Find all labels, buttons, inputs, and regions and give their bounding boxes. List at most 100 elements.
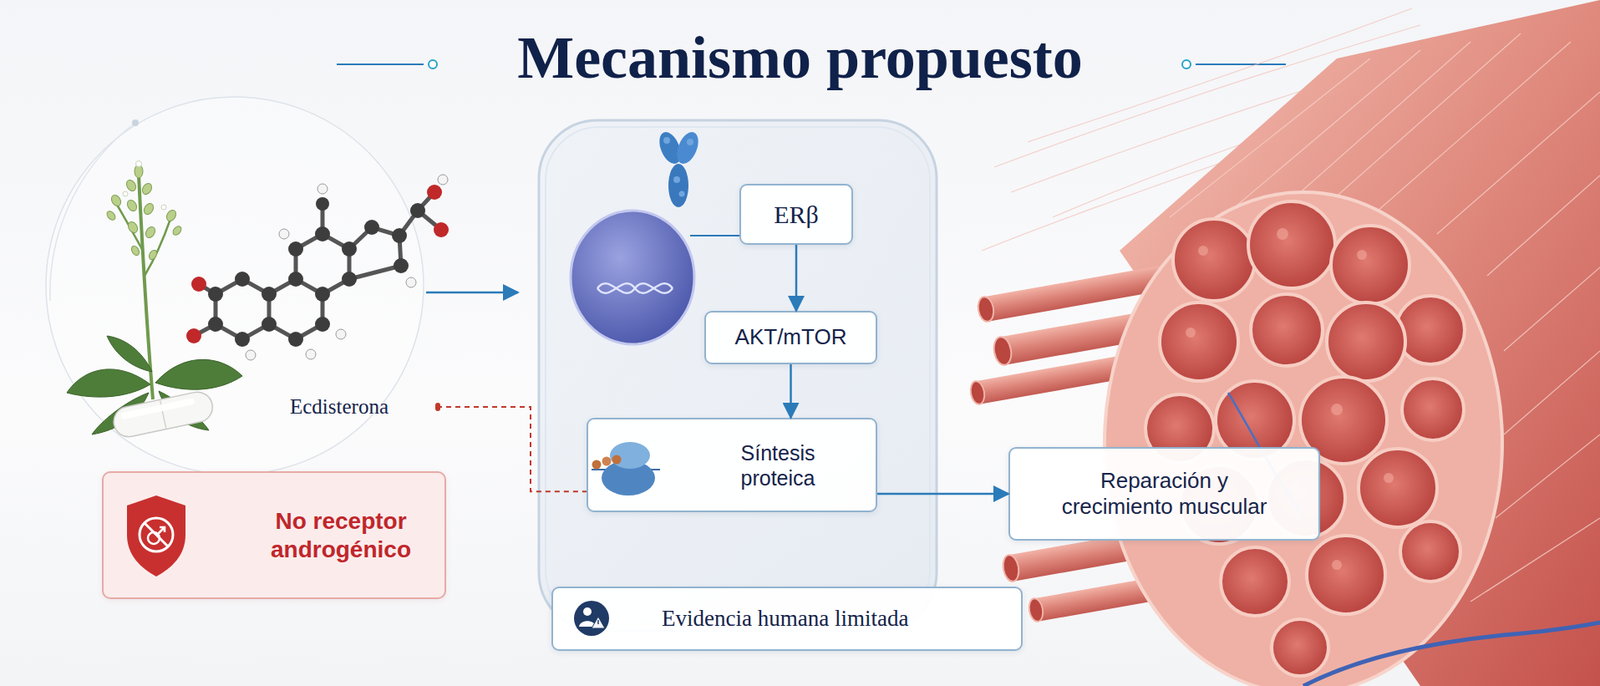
- fascicles: [1145, 201, 1465, 676]
- capsule: [120, 397, 196, 421]
- evidence-note-box: Evidencia humana limitada: [551, 586, 1023, 651]
- fascicles: [1400, 521, 1461, 582]
- molecule-model: [186, 174, 449, 361]
- fascicles: [1250, 294, 1323, 366]
- fascicles: [1220, 547, 1290, 616]
- carbon-atoms: [234, 331, 250, 347]
- receptor-protein: [679, 191, 686, 198]
- entry-arrow-line: [426, 291, 519, 295]
- fascicles: [1358, 448, 1438, 528]
- oxygen-atoms: [191, 276, 207, 292]
- carbon-atoms: [393, 258, 409, 274]
- cell: [538, 120, 937, 631]
- hydrogen-atoms: [317, 183, 328, 194]
- oxygen-atoms: [433, 222, 449, 238]
- halo-circle: [45, 96, 424, 475]
- plant-buds: [143, 224, 158, 239]
- small-fascicles: [1027, 597, 1046, 623]
- cell-membrane: [538, 120, 937, 631]
- plant-leaves: [106, 335, 153, 372]
- warning-box: No receptor androgénico: [101, 471, 447, 600]
- fascicles: [1248, 201, 1336, 289]
- receptor-protein: [672, 128, 702, 167]
- muscle-striations: [1370, 41, 1571, 218]
- dna-helix: [597, 283, 673, 294]
- plant-buds: [105, 164, 183, 261]
- fascicle-texture: [1185, 327, 1196, 338]
- molecule-bonds: [295, 233, 350, 295]
- plant-flowers: [161, 204, 167, 210]
- node-label: Evidencia humana limitada: [661, 604, 909, 632]
- fascicle-texture: [1331, 559, 1342, 570]
- fascicle-texture: [1383, 472, 1394, 483]
- capsule: [111, 389, 216, 440]
- muscle-striations: [1487, 175, 1600, 276]
- halo-dot: [132, 119, 139, 127]
- molecule-bonds: [399, 192, 435, 236]
- oxygen-atoms: [186, 328, 202, 344]
- title-rule: [1195, 63, 1286, 66]
- dna-helix: [597, 283, 673, 294]
- title-dot: [428, 60, 437, 69]
- plant-buds: [126, 219, 140, 234]
- hydrogen-atoms: [245, 350, 256, 361]
- molecule-bonds: [193, 192, 442, 340]
- halo-arc: [50, 122, 136, 301]
- plant-buds: [164, 208, 178, 223]
- node-label: No receptor androgénico: [245, 507, 437, 564]
- pathway-box: AKT/mTOR: [704, 310, 878, 365]
- plant-flowers: [122, 191, 128, 197]
- carbon-atoms: [341, 241, 357, 257]
- carbon-atoms: [208, 316, 224, 332]
- plant-halo: [45, 96, 424, 475]
- node-label: Síntesis proteica: [719, 440, 837, 491]
- fascicles: [1326, 302, 1406, 381]
- node-label: Reparación y crecimiento muscular: [1026, 467, 1302, 520]
- muscle-striations: [1495, 434, 1600, 519]
- plant-buds: [109, 193, 123, 208]
- fascicles: [1401, 378, 1464, 441]
- capsule: [111, 389, 216, 440]
- plant-buds: [125, 198, 139, 213]
- fascicle-texture: [1276, 228, 1289, 240]
- plant-branch: [144, 218, 171, 276]
- title-rule: [336, 63, 424, 66]
- plant-buds: [130, 244, 142, 257]
- diagram-title: Mecanismo propuesto: [0, 25, 1600, 92]
- fascicles: [1396, 295, 1465, 365]
- carbon-atoms: [208, 286, 224, 302]
- plant-branch: [116, 204, 143, 251]
- plant-buds: [171, 224, 183, 237]
- carbon-atoms: [315, 197, 330, 211]
- small-fascicles: [969, 380, 987, 406]
- muscle-cross-section: [1104, 192, 1503, 686]
- oxygen-atoms: [426, 184, 442, 200]
- carbon-atoms: [261, 316, 277, 332]
- carbon-atoms: [288, 331, 304, 347]
- carbon-atoms: [341, 271, 357, 287]
- carbon-atoms: [410, 203, 426, 219]
- receptor-box: ERβ: [739, 183, 854, 245]
- muscle-striations: [1437, 91, 1600, 234]
- fascicles: [1173, 218, 1255, 301]
- arrow-connector: [795, 244, 798, 311]
- carbon-atoms: [234, 271, 250, 287]
- fascicles: [1159, 302, 1239, 381]
- carbon-atoms: [314, 286, 331, 302]
- dashed-connector: [436, 406, 587, 492]
- plant-buds: [140, 181, 154, 196]
- hydrogen-atoms: [245, 174, 448, 361]
- fascicles: [1271, 619, 1329, 676]
- receptor-protein: [673, 176, 681, 183]
- carbon-atoms: [391, 228, 407, 244]
- plant-flowers: [136, 161, 143, 168]
- receptor-protein: [668, 163, 689, 208]
- connector-start-tab: [435, 402, 441, 412]
- hydrogen-atoms: [437, 174, 448, 185]
- hydrogen-atoms: [279, 228, 290, 239]
- plant-buds: [147, 248, 159, 261]
- muscle-striations: [1503, 350, 1600, 435]
- receptor-protein: [686, 138, 694, 146]
- carbon-atoms: [314, 316, 331, 332]
